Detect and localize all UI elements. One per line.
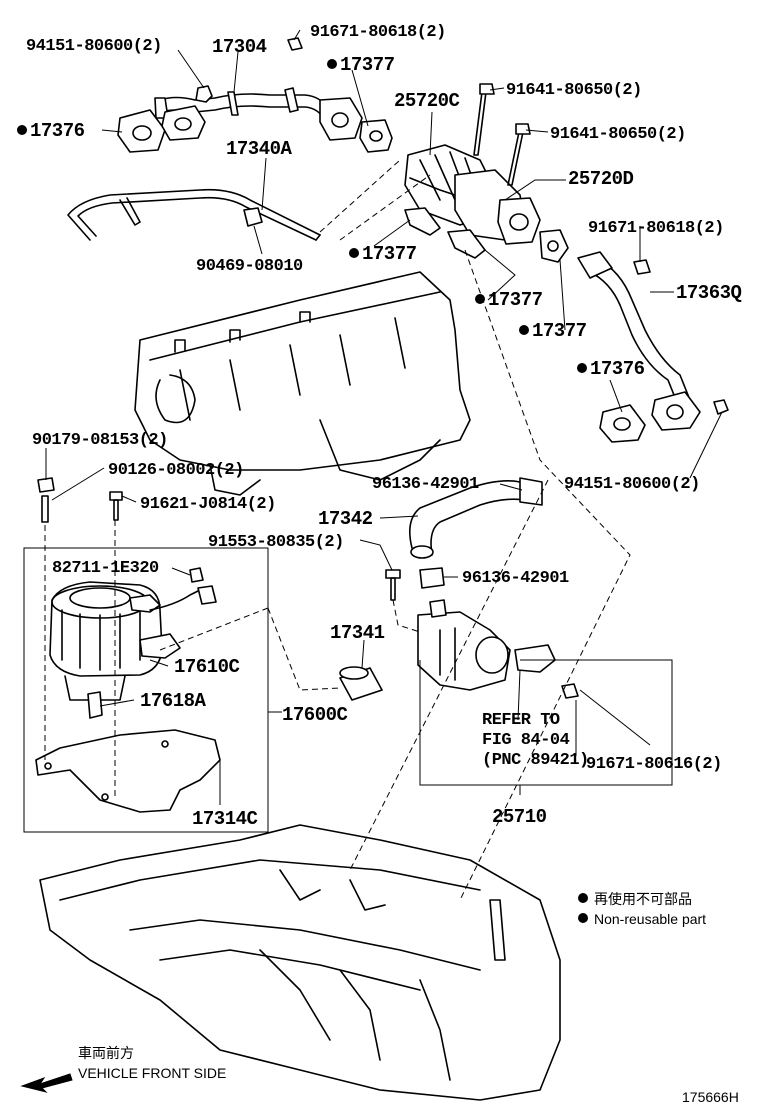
gasket-17377-b: [404, 207, 441, 236]
label-91641-b: 91641-80650(2): [550, 125, 686, 144]
label-17341: 17341: [330, 622, 385, 644]
label-91641-a: 91641-80650(2): [506, 81, 642, 100]
label-17376-a: 17376: [30, 120, 85, 142]
legend-dot: [578, 913, 588, 923]
gasket-17377-top: [359, 119, 393, 153]
gasket-17377-d: [539, 229, 569, 263]
label-17304: 17304: [212, 36, 267, 58]
label-17342: 17342: [318, 508, 373, 530]
non-reusable-dot: [327, 59, 337, 69]
non-reusable-dot: [577, 363, 587, 373]
legend: 再使用不可部品 Non-reusable part: [578, 891, 706, 927]
legend-dot: [578, 893, 588, 903]
label-91671-bot: 91671-80616(2): [586, 755, 722, 774]
figure-id: 175666H: [682, 1089, 739, 1105]
tube-17340A: [67, 188, 321, 241]
non-reusable-dot: [519, 325, 529, 335]
leader-lines: [45, 29, 723, 805]
nut-90179: [37, 477, 55, 493]
clip-90469: [243, 207, 263, 227]
label-25720D: 25720D: [568, 168, 634, 190]
label-17377-c: 17377: [488, 289, 543, 311]
bracket-17314C: [35, 729, 221, 813]
gasket-17376-right: [599, 404, 646, 443]
clamp-96136-a: [519, 477, 543, 506]
valve-25710: [417, 599, 556, 691]
direction-en: VEHICLE FRONT SIDE: [78, 1065, 226, 1081]
label-91553: 91553-80835(2): [208, 533, 344, 552]
connector-82711: [189, 567, 217, 605]
label-96136-b: 96136-42901: [462, 569, 569, 588]
bolt-91671-top: [287, 37, 303, 51]
bolt-91553: [385, 569, 401, 601]
gasket-17377-c: [447, 229, 486, 259]
label-17377-a: 17377: [340, 54, 395, 76]
hose-17341: [339, 666, 383, 701]
label-refer-1: REFER TO: [482, 711, 560, 730]
label-91671-mid: 91671-80618(2): [588, 219, 724, 238]
label-17600C: 17600C: [282, 704, 348, 726]
arrow-left-icon: [20, 1073, 73, 1093]
pipe-17363Q: [577, 251, 701, 431]
part-labels: 94151-80600(2) 17304 91671-80618(2) 1737…: [17, 23, 742, 830]
bolt-91641-b: [507, 123, 531, 186]
non-reusable-dot: [349, 248, 359, 258]
assembly-box-17600C: [23, 547, 269, 833]
label-17340A: 17340A: [226, 138, 293, 160]
valve-25720D: [454, 169, 541, 245]
label-17376-b: 17376: [590, 358, 645, 380]
bolt-91641-a: [473, 83, 495, 156]
legend-jp: 再使用不可部品: [594, 891, 692, 907]
nut-94151-right: [713, 399, 729, 415]
label-91621: 91621-J0814(2): [140, 495, 276, 514]
label-90469: 90469-08010: [196, 257, 303, 276]
label-94151-top: 94151-80600(2): [26, 37, 162, 56]
label-refer-2: FIG 84-04: [482, 731, 570, 750]
grommet-17618A: [87, 691, 103, 719]
label-96136-a: 96136-42901: [372, 475, 479, 494]
gasket-17376-top: [117, 109, 166, 153]
label-refer-3: (PNC 89421): [482, 751, 589, 770]
direction-jp: 車両前方: [78, 1045, 134, 1061]
label-17377-d: 17377: [532, 320, 587, 342]
gasket-flange-top: [161, 105, 206, 141]
stud-90126: [41, 495, 49, 523]
non-reusable-dot: [17, 125, 27, 135]
label-82711: 82711-1E320: [52, 559, 159, 578]
hose-17342: [409, 480, 526, 559]
pipe-elbow-17304: [319, 97, 363, 141]
label-90179: 90179-08153(2): [32, 431, 168, 450]
direction-indicator: 車両前方 VEHICLE FRONT SIDE: [20, 1045, 226, 1093]
label-17618A: 17618A: [140, 690, 207, 712]
label-25720C: 25720C: [394, 90, 460, 112]
legend-en: Non-reusable part: [594, 911, 706, 927]
air-pump-17610C: [49, 581, 201, 701]
clamp-96136-b: [419, 567, 445, 589]
label-17377-b: 17377: [362, 243, 417, 265]
bolt-91621: [109, 491, 123, 521]
nut-94151-top: [195, 85, 213, 103]
dashed-lines: [44, 159, 631, 901]
label-17363Q: 17363Q: [676, 282, 742, 304]
intake-manifold: [134, 271, 471, 496]
label-25710: 25710: [492, 806, 547, 828]
pipe-17304: [154, 87, 346, 129]
bolt-91671-bot: [561, 683, 579, 699]
label-17314C: 17314C: [192, 808, 258, 830]
non-reusable-dot: [475, 294, 485, 304]
label-94151-right: 94151-80600(2): [564, 475, 700, 494]
label-90126: 90126-08002(2): [108, 461, 244, 480]
engine-block: [39, 824, 561, 1101]
label-17610C: 17610C: [174, 656, 240, 678]
label-91671-top: 91671-80618(2): [310, 23, 446, 42]
